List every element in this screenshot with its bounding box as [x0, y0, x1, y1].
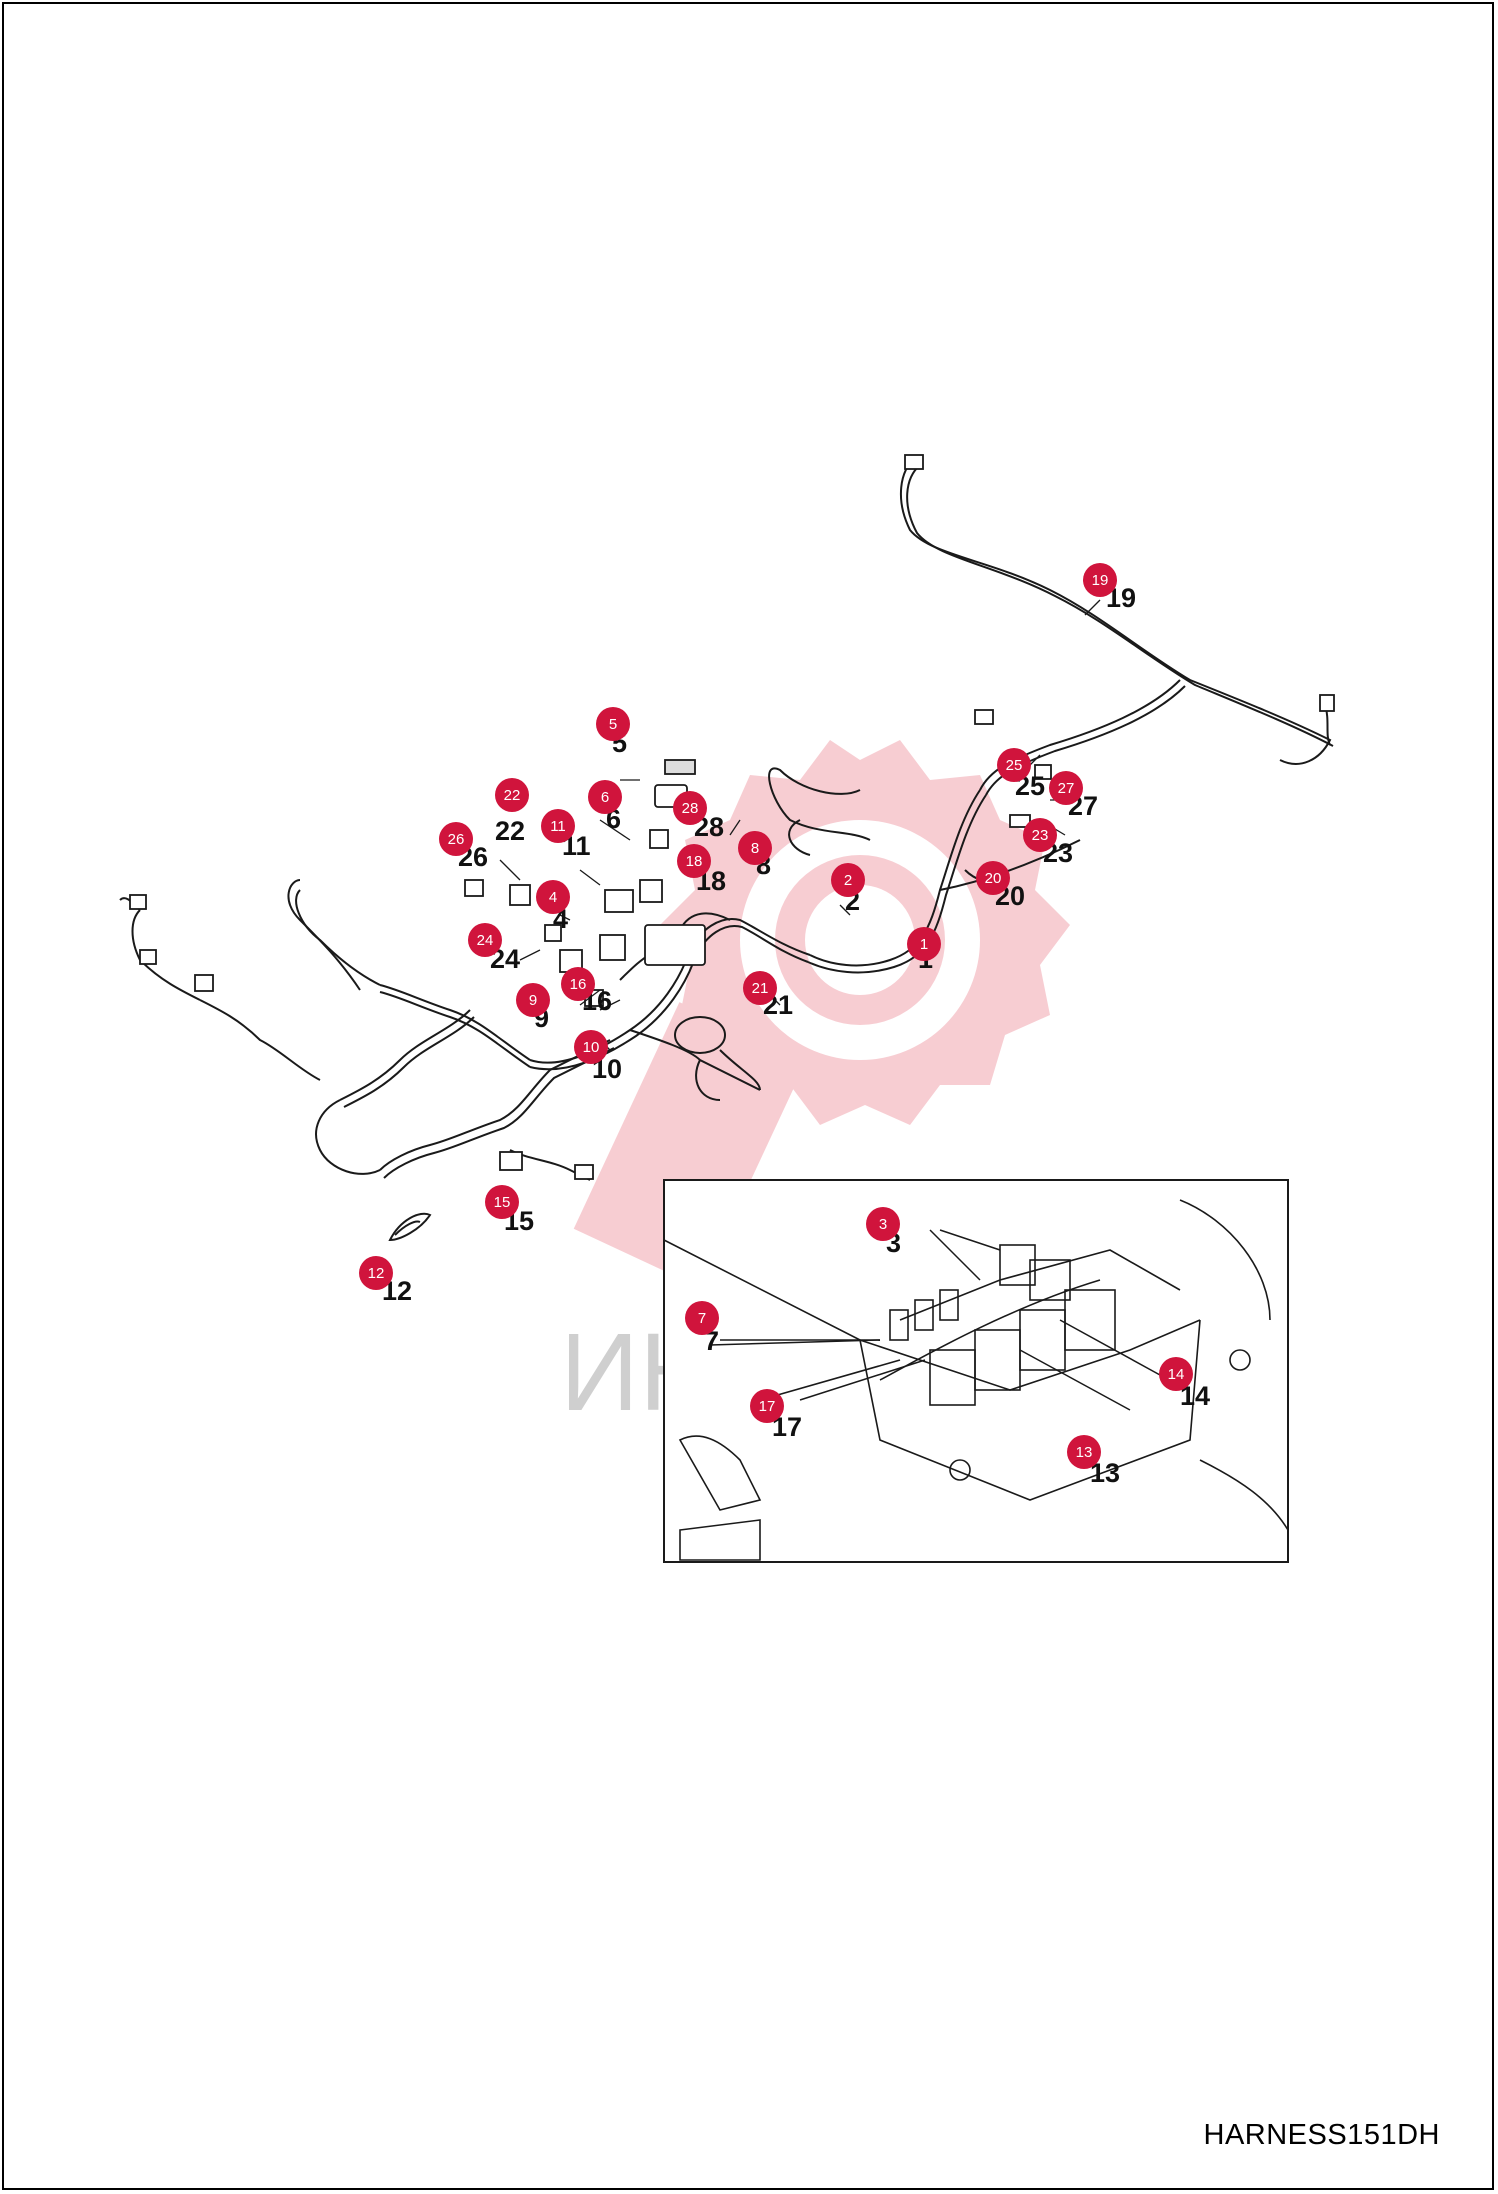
badge-26: 26 — [439, 822, 473, 856]
badge-27: 27 — [1049, 771, 1083, 805]
svg-text:28: 28 — [682, 800, 699, 817]
badge-5: 5 — [596, 707, 630, 741]
svg-text:18: 18 — [686, 853, 703, 870]
badge-7-inset: 7 — [685, 1301, 719, 1335]
harness-components — [129, 454, 1335, 1180]
fuse-box-inset — [663, 1179, 1289, 1563]
badge-4: 4 — [536, 880, 570, 914]
connector-icon — [904, 454, 924, 470]
callout-badges: 1 2 4 5 6 8 9 10 11 12 15 16 18 19 20 21… — [359, 563, 1193, 1469]
svg-text:17: 17 — [759, 1398, 776, 1415]
badge-17-inset: 17 — [750, 1389, 784, 1423]
svg-text:4: 4 — [549, 889, 557, 906]
svg-text:13: 13 — [1076, 1444, 1093, 1461]
svg-text:21: 21 — [752, 980, 769, 997]
badge-9: 9 — [516, 983, 550, 1017]
svg-text:23: 23 — [1032, 827, 1049, 844]
svg-text:24: 24 — [477, 932, 494, 949]
svg-text:20: 20 — [985, 870, 1002, 887]
badge-6: 6 — [588, 780, 622, 814]
badge-8: 8 — [738, 831, 772, 865]
badge-24: 24 — [468, 923, 502, 957]
badge-15: 15 — [485, 1185, 519, 1219]
svg-text:7: 7 — [698, 1310, 706, 1327]
badge-28: 28 — [673, 791, 707, 825]
svg-text:1: 1 — [920, 936, 928, 953]
svg-text:2: 2 — [844, 872, 852, 889]
badge-3-inset: 3 — [866, 1207, 900, 1241]
svg-text:5: 5 — [609, 716, 617, 733]
svg-text:11: 11 — [550, 818, 566, 835]
svg-text:19: 19 — [1092, 572, 1109, 589]
svg-text:16: 16 — [570, 976, 587, 993]
callout-label-22: 22 — [495, 816, 525, 846]
badge-10: 10 — [574, 1030, 608, 1064]
badge-19: 19 — [1083, 563, 1117, 597]
badge-12: 12 — [359, 1256, 393, 1290]
badge-13-inset: 13 — [1067, 1435, 1101, 1469]
badge-2: 2 — [831, 863, 865, 897]
badge-21: 21 — [743, 971, 777, 1005]
badge-14-inset: 14 — [1159, 1357, 1193, 1391]
svg-text:3: 3 — [879, 1216, 887, 1233]
badge-1: 1 — [907, 927, 941, 961]
svg-text:6: 6 — [601, 789, 609, 806]
badge-22: 22 — [495, 778, 529, 812]
svg-text:27: 27 — [1058, 780, 1075, 797]
badge-20: 20 — [976, 861, 1010, 895]
badge-25: 25 — [997, 748, 1031, 782]
svg-text:15: 15 — [494, 1194, 511, 1211]
badge-18: 18 — [677, 844, 711, 878]
fuse-box-icon — [644, 924, 706, 966]
svg-text:25: 25 — [1006, 757, 1023, 774]
svg-text:10: 10 — [583, 1039, 600, 1056]
svg-text:12: 12 — [368, 1265, 385, 1282]
svg-text:14: 14 — [1168, 1366, 1185, 1383]
svg-text:8: 8 — [751, 840, 759, 857]
badge-16: 16 — [561, 967, 595, 1001]
badge-23: 23 — [1023, 818, 1057, 852]
svg-text:22: 22 — [504, 787, 521, 804]
badge-11: 11 — [541, 809, 575, 843]
svg-text:26: 26 — [448, 831, 465, 848]
diagram-code: HARNESS151DH — [1203, 2119, 1440, 2151]
svg-text:9: 9 — [529, 992, 537, 1009]
